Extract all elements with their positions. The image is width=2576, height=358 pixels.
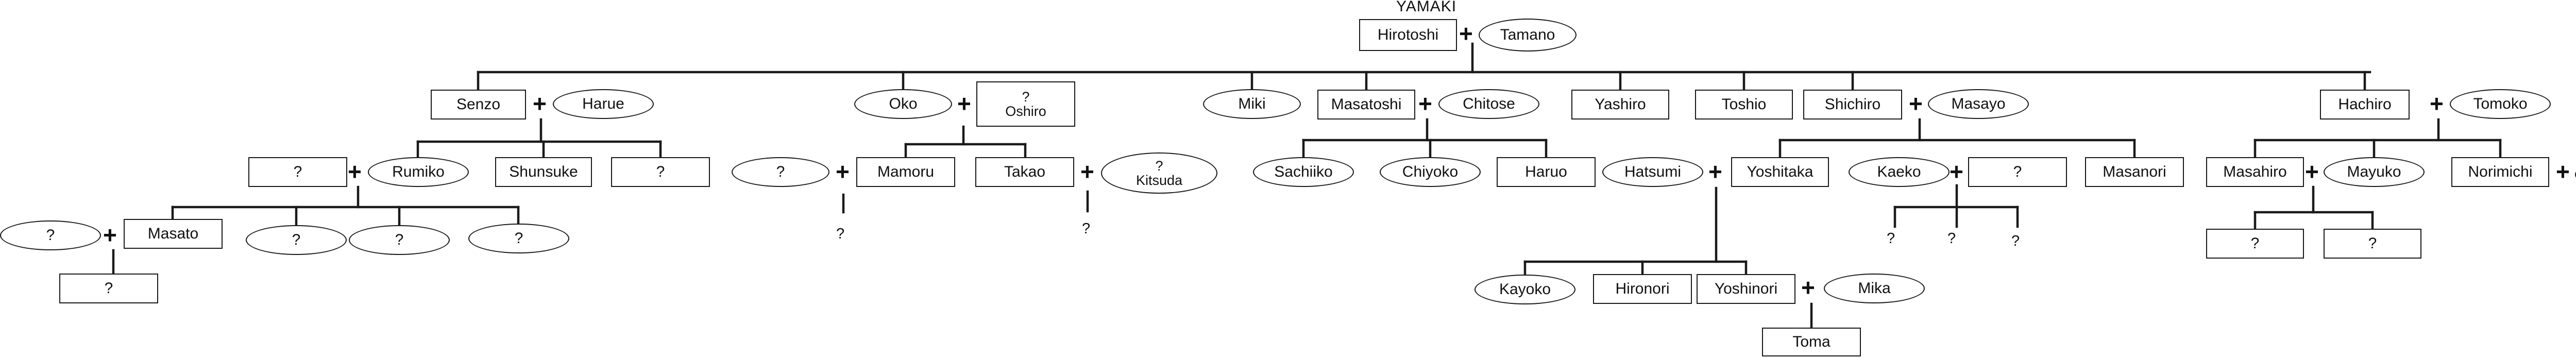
- person-sachiiko: Sachiiko: [1253, 157, 1354, 187]
- person-hatsumi: Hatsumi: [1602, 157, 1703, 187]
- person-yoshinori: Yoshinori: [1697, 274, 1795, 304]
- person-yashiro: Yashiro: [1571, 90, 1669, 120]
- person-takao: Takao: [975, 157, 1074, 187]
- person-unknown-masahiro-child-1: ?: [2206, 229, 2304, 259]
- person-unknown-husband-of-kaeko: ?: [1968, 157, 2067, 187]
- person-yoshitaka: Yoshitaka: [1731, 157, 1829, 187]
- person-masato: Masato: [124, 219, 223, 249]
- person-senzo: Senzo: [431, 90, 526, 120]
- person-unknown-wife-of-masato: ?: [0, 220, 101, 250]
- person-shunsuke: Shunsuke: [495, 157, 592, 187]
- unknown-child-label: ?: [1887, 230, 1895, 247]
- marriage-plus-sign: +: [1080, 158, 1094, 185]
- person-toshio: Toshio: [1695, 90, 1793, 120]
- marriage-plus-sign: +: [1418, 90, 1432, 117]
- person-kitsuda: ? Kitsuda: [1101, 152, 1217, 194]
- person-unknown-wife-of-mamoru: ?: [732, 157, 829, 187]
- marriage-plus-sign: +: [2430, 90, 2444, 117]
- person-unknown-senzo-child: ?: [611, 157, 710, 187]
- person-kayoko: Kayoko: [1475, 275, 1575, 304]
- person-harue: Harue: [553, 89, 654, 119]
- marriage-plus-sign: +: [1708, 158, 1722, 185]
- person-chitose: Chitose: [1438, 89, 1539, 119]
- marriage-plus-sign: +: [533, 90, 547, 117]
- person-haruo: Haruo: [1497, 157, 1596, 187]
- person-tamano: Tamano: [1479, 19, 1577, 52]
- marriage-plus-sign: +: [1909, 90, 1923, 117]
- marriage-plus-sign: +: [957, 90, 971, 117]
- person-mamoru: Mamoru: [856, 157, 955, 187]
- person-shichiro: Shichiro: [1803, 90, 1902, 120]
- marriage-plus-sign: +: [2556, 158, 2570, 185]
- person-masanori: Masanori: [2085, 157, 2184, 187]
- person-oko: Oko: [854, 89, 952, 119]
- unknown-child-label: ?: [1947, 230, 1956, 247]
- person-unknown-husband-of-rumiko: ?: [248, 157, 347, 187]
- marriage-plus-sign: +: [1459, 20, 1473, 47]
- family-name-title: YAMAKI: [1396, 0, 1457, 15]
- person-chiyoko: Chiyoko: [1380, 157, 1481, 187]
- marriage-plus-sign: +: [1801, 274, 1815, 301]
- unknown-child-label: ?: [2011, 233, 2020, 249]
- person-miki: Miki: [1203, 89, 1301, 119]
- person-unknown-masato-child: ?: [59, 274, 158, 303]
- person-unknown-rumiko-child-3: ?: [468, 224, 569, 253]
- person-hachiro: Hachiro: [2320, 90, 2410, 120]
- person-unknown-masahiro-child-2: ?: [2324, 229, 2421, 259]
- person-masatoshi: Masatoshi: [1317, 90, 1415, 120]
- unknown-child-label: ?: [1082, 220, 1091, 237]
- person-unknown-rumiko-child-2: ?: [349, 225, 450, 255]
- person-hirotoshi: Hirotoshi: [1359, 19, 1457, 51]
- person-tomoko: Tomoko: [2450, 89, 2551, 119]
- person-masahiro: Masahiro: [2206, 157, 2304, 187]
- marriage-plus-sign: +: [1950, 158, 1963, 185]
- person-unknown-rumiko-child-1: ?: [246, 225, 347, 255]
- person-mayuko: Mayuko: [2324, 157, 2425, 187]
- person-rumiko: Rumiko: [368, 157, 469, 187]
- person-masayo: Masayo: [1928, 89, 2029, 119]
- person-norimichi: Norimichi: [2451, 157, 2549, 187]
- person-toma: Toma: [1762, 328, 1861, 356]
- marriage-plus-sign: +: [348, 158, 362, 185]
- marriage-plus-sign: +: [2305, 158, 2319, 185]
- marriage-plus-sign: +: [103, 221, 117, 248]
- person-oshiro: ? Oshiro: [976, 81, 1075, 127]
- person-mika: Mika: [1824, 274, 1925, 303]
- person-hironori: Hironori: [1593, 274, 1692, 304]
- marriage-plus-sign: +: [836, 158, 850, 185]
- unknown-child-label: ?: [836, 226, 845, 242]
- person-kaeko: Kaeko: [1849, 157, 1950, 187]
